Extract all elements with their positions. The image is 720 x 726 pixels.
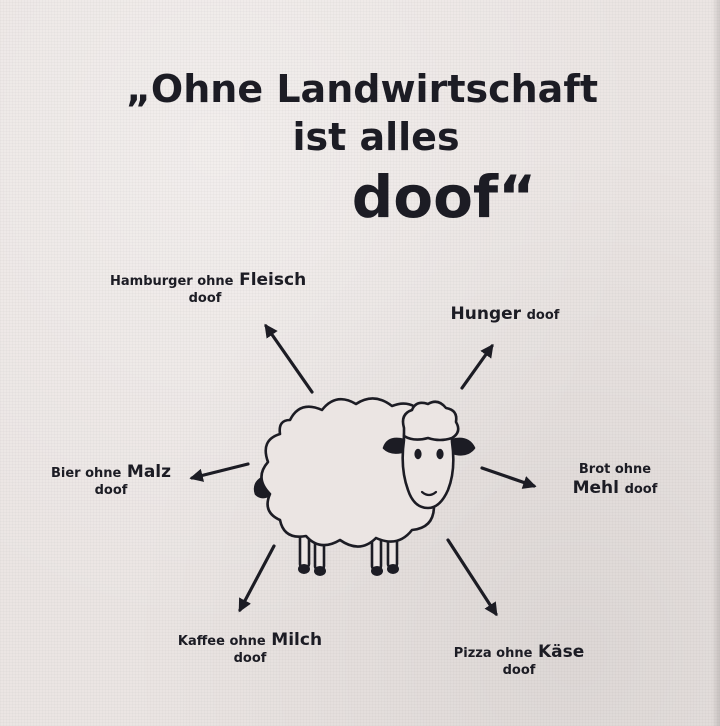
- arrow-icon: [446, 538, 498, 617]
- label-hamburger-doof: doof: [188, 291, 222, 307]
- label-brot-doof: doof: [624, 482, 658, 498]
- label-hamburger-big: Fleisch: [239, 270, 307, 290]
- label-pizza-small: Pizza ohne: [453, 646, 533, 661]
- title-line-3: doof“: [351, 163, 537, 231]
- label-brot-big: Mehl: [572, 478, 619, 499]
- label-kaffee-big: Milch: [271, 630, 323, 650]
- title-line-2: ist alles: [292, 115, 460, 159]
- sheep-icon: [253, 397, 476, 576]
- label-pizza-big: Käse: [537, 642, 585, 662]
- label-hunger-big: Hunger: [450, 304, 522, 324]
- label-kaffee: Kaffee ohne Milch doof: [170, 630, 330, 668]
- arrow-icon: [238, 544, 276, 613]
- label-bier-big: Malz: [126, 462, 172, 482]
- arrow-icon: [460, 343, 494, 390]
- label-kaffee-small: Kaffee ohne: [177, 634, 266, 649]
- label-hunger: Hunger doof: [450, 304, 560, 325]
- fabric-edge-shadow: [712, 0, 720, 726]
- label-hamburger: Hamburger ohne Fleisch doof: [110, 270, 306, 308]
- label-bier-small: Bier ohne: [50, 466, 122, 481]
- label-brot: Brot ohne Mehl doof: [560, 462, 670, 500]
- label-bier: Bier ohne Malz doof: [48, 462, 174, 500]
- arrow-icon: [480, 466, 537, 489]
- label-hunger-small: doof: [526, 308, 560, 323]
- arrow-icon: [264, 323, 314, 394]
- label-brot-small: Brot ohne: [578, 462, 652, 477]
- label-bier-doof: doof: [94, 483, 128, 499]
- label-hamburger-small: Hamburger ohne: [110, 274, 234, 289]
- label-pizza-doof: doof: [502, 663, 536, 679]
- title-line-1: „Ohne Landwirtschaft: [125, 67, 599, 111]
- label-kaffee-doof: doof: [233, 651, 267, 667]
- label-pizza: Pizza ohne Käse doof: [446, 642, 592, 680]
- arrow-icon: [189, 462, 250, 482]
